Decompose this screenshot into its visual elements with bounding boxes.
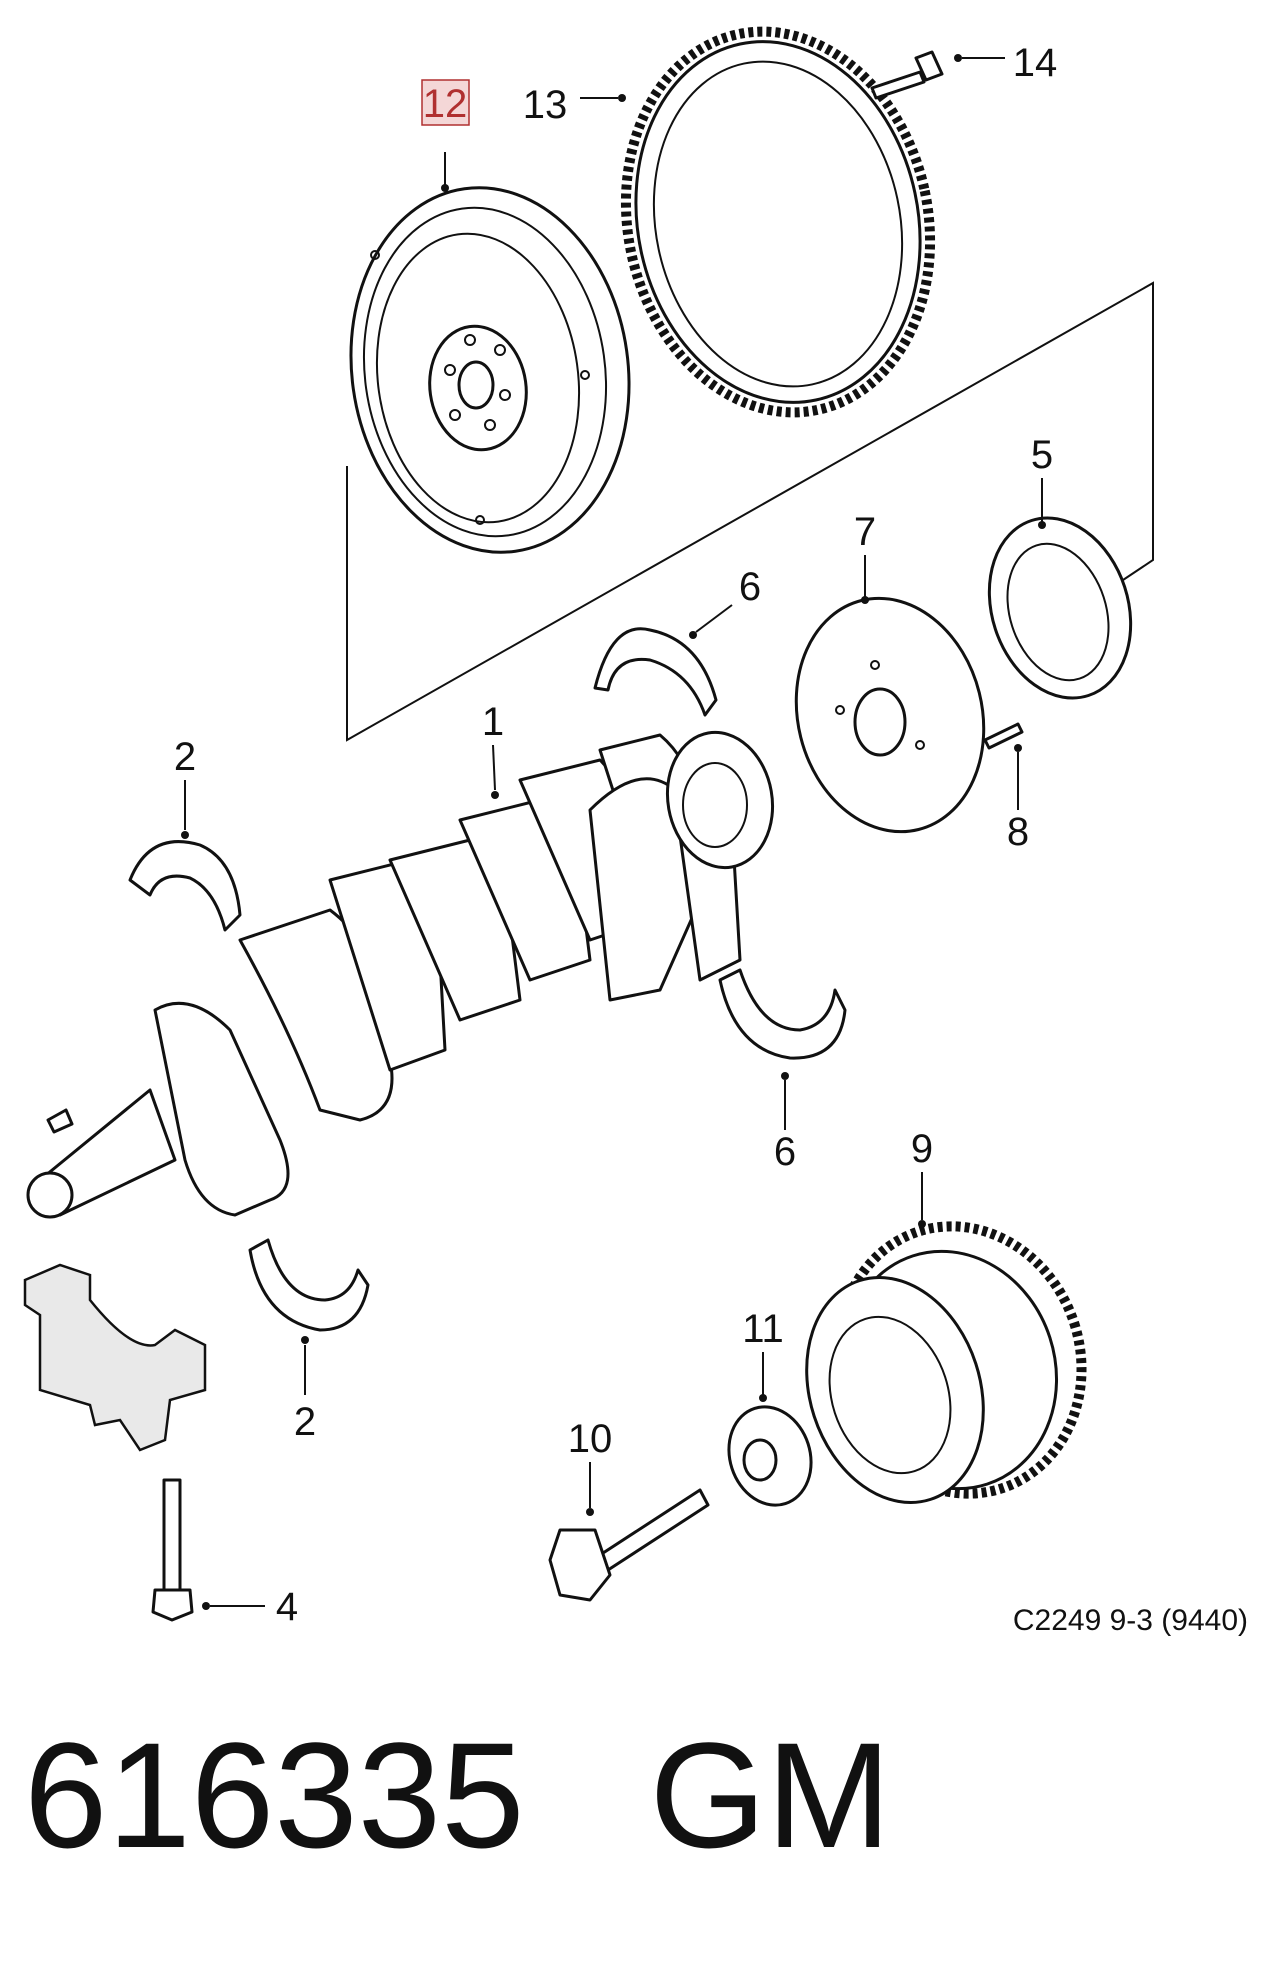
callout-label-4[interactable]: 4: [276, 1585, 298, 1629]
oil-seal-part-5: [987, 516, 1133, 700]
bearing-shell-part-6-upper: [593, 627, 718, 717]
callout-label-2-upper[interactable]: 2: [174, 735, 196, 779]
callout-label-6-upper[interactable]: 6: [739, 565, 761, 609]
leader-lines: [181, 54, 1046, 1610]
harmonic-balancer-part-9: [805, 1221, 1087, 1504]
flywheel-part-12: [349, 186, 631, 554]
ring-gear-part-13: [620, 26, 936, 418]
callout-label-9[interactable]: 9: [911, 1127, 933, 1171]
callout-label-12[interactable]: 12: [423, 82, 468, 126]
bearing-shell-part-2-upper: [128, 840, 242, 932]
woodruff-key: [46, 1108, 74, 1134]
part-number-footer: 616335 GM: [24, 1720, 891, 1870]
callout-label-11[interactable]: 11: [742, 1307, 784, 1351]
callout-label-10[interactable]: 10: [568, 1417, 613, 1461]
washer-part-11: [727, 1405, 813, 1507]
callout-label-6-lower[interactable]: 6: [774, 1130, 796, 1174]
crankshaft-part-1: [26, 730, 775, 1219]
callout-label-7[interactable]: 7: [854, 510, 876, 554]
callout-label-8[interactable]: 8: [1007, 810, 1029, 854]
callout-label-2-lower[interactable]: 2: [294, 1400, 316, 1444]
screw-part-8: [983, 722, 1024, 750]
bolt-part-10: [548, 1488, 710, 1602]
reluctor-disc-part-7: [794, 596, 986, 834]
bearing-shell-part-6-lower: [718, 968, 847, 1060]
part-number: 616335: [24, 1711, 525, 1879]
callout-label-5[interactable]: 5: [1031, 433, 1053, 477]
brand-name: GM: [649, 1711, 892, 1879]
callout-label-13[interactable]: 13: [523, 83, 568, 127]
diagram-reference-code: C2249 9-3 (9440): [1013, 1604, 1248, 1637]
callout-label-14[interactable]: 14: [1013, 41, 1058, 85]
main-bearing-cap: [23, 1263, 207, 1452]
bolt-part-4: [151, 1478, 194, 1622]
bolt-part-14: [870, 50, 944, 100]
callout-label-1[interactable]: 1: [482, 700, 504, 744]
assembly-bracket-line: [346, 281, 1154, 742]
bearing-shell-part-2-lower: [248, 1238, 370, 1332]
callout-12-highlight-box: [421, 79, 470, 126]
